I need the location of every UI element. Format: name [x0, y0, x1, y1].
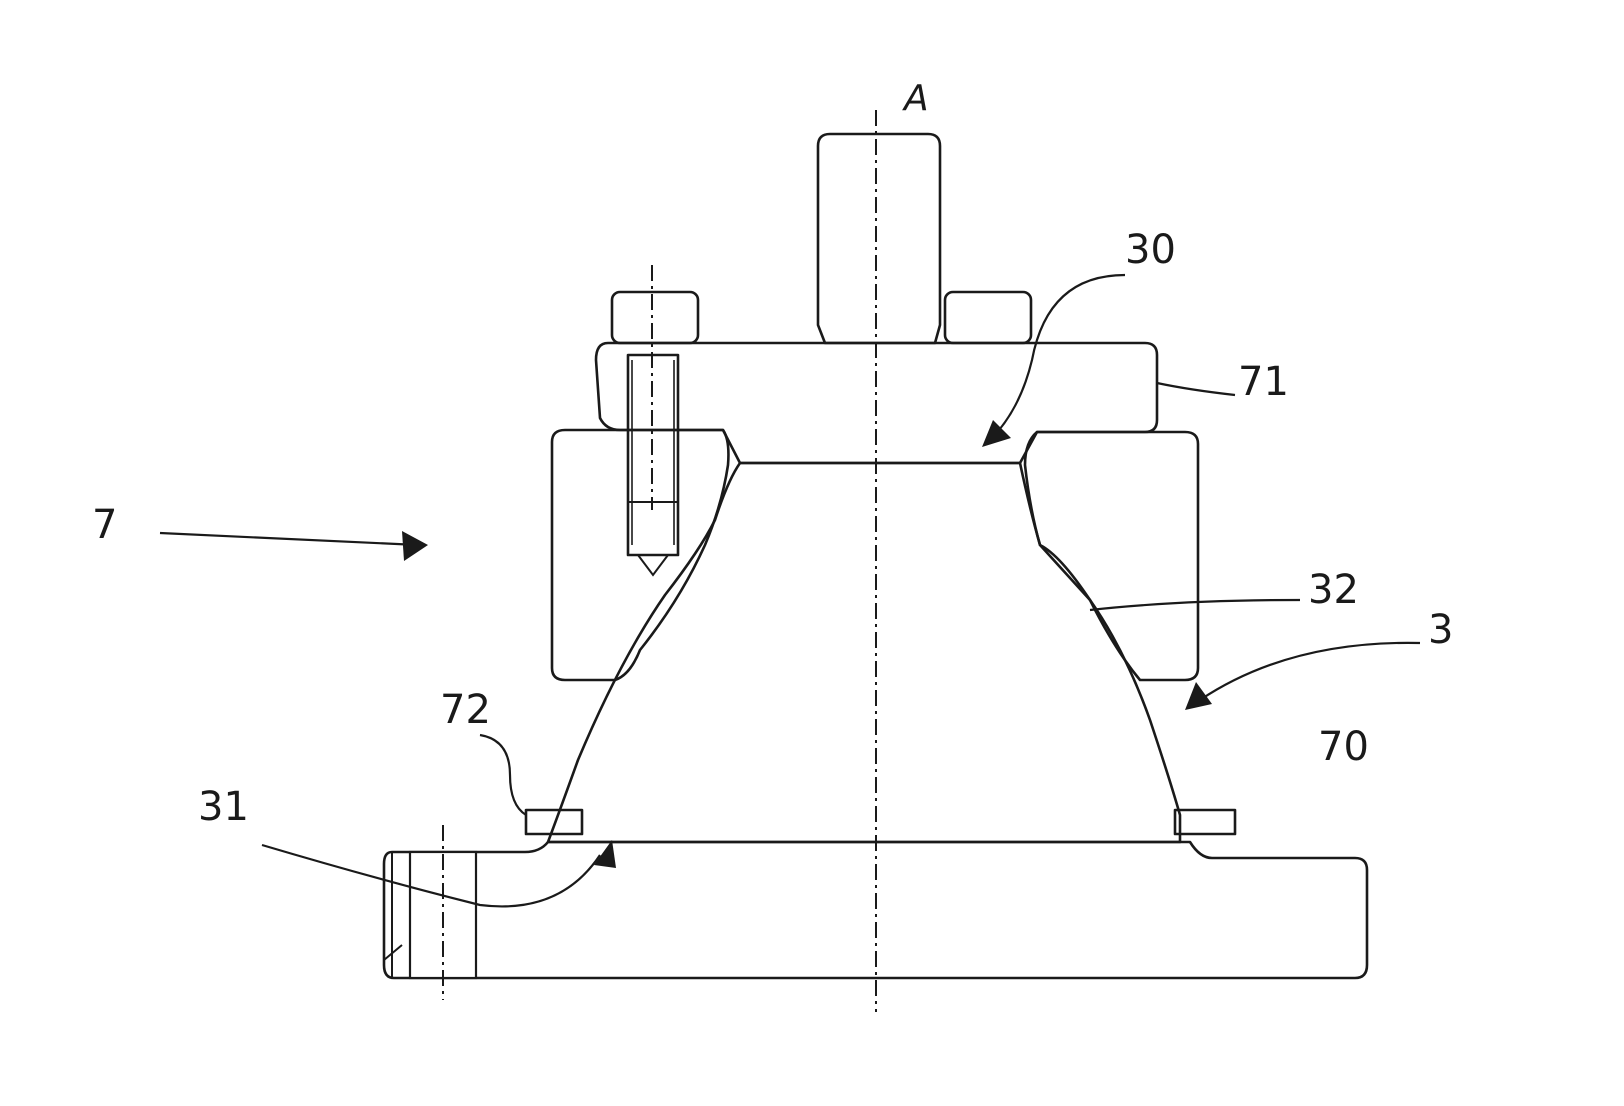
leader-32 [1090, 600, 1300, 610]
arrow-30 [982, 420, 1011, 447]
leader-3 [1200, 643, 1420, 700]
axis-label-a: A [902, 78, 929, 119]
ref-label-31: 31 [198, 784, 249, 830]
ref-label-32: 32 [1308, 567, 1359, 613]
retainer-72 [526, 810, 582, 834]
ref-label-30: 30 [1125, 227, 1176, 273]
conical-workpiece-3 [548, 463, 1180, 842]
leader-30 [990, 275, 1125, 440]
leader-71 [1157, 383, 1235, 395]
ref-label-7: 7 [92, 502, 117, 548]
leader-72 [480, 735, 526, 815]
ref-label-70: 70 [1318, 724, 1369, 770]
ref-label-3: 3 [1428, 607, 1453, 653]
ref-label-71: 71 [1238, 359, 1289, 405]
retainer-right [1175, 810, 1235, 834]
screw-head-right [945, 292, 1031, 343]
arrow-31 [594, 840, 616, 868]
top-shaft [818, 134, 940, 343]
arrow-7 [402, 531, 428, 561]
ref-label-72: 72 [440, 687, 491, 733]
screw-head-left [612, 292, 698, 343]
leader-7 [160, 533, 418, 545]
